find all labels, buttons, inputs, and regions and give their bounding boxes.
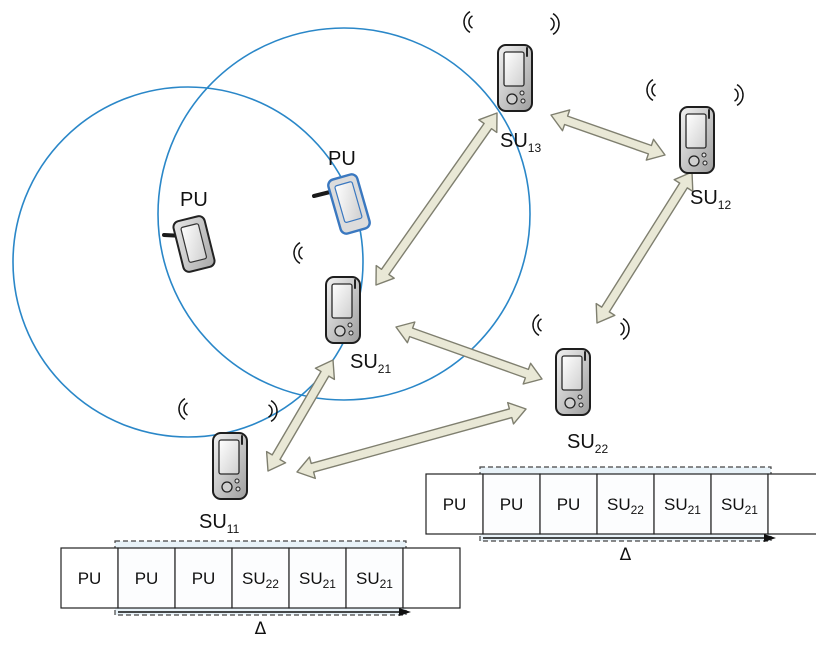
slot-cell: SU22 (596, 473, 655, 535)
signal-arc (622, 317, 630, 341)
su22-label: SU22 (567, 431, 608, 456)
pu-coverage-circle-right (157, 27, 531, 401)
su21-label: SU21 (350, 351, 391, 376)
slot-cell-label: SU22 (607, 495, 644, 517)
su13-label: SU13 (500, 130, 541, 155)
signal-arc (463, 10, 471, 34)
slot-cell: PU (117, 547, 176, 609)
slot-cell-label: PU (135, 569, 159, 588)
su21-device (325, 276, 361, 344)
slot-cell (767, 473, 816, 535)
link-su13-su21 (375, 112, 498, 286)
link-su12-su22 (595, 171, 694, 324)
slot-cell: SU22 (231, 547, 290, 609)
slot-cell-label: PU (557, 495, 581, 514)
su11-label: SU11 (199, 511, 240, 536)
link-su13-su12 (550, 109, 666, 161)
slot-cell-label: PU (500, 495, 524, 514)
pu-coverage-circle-left (12, 86, 364, 438)
window-arrow-head (764, 534, 776, 542)
signal-arc (183, 402, 188, 416)
signal-arc (550, 17, 555, 31)
slot-cell: SU21 (288, 547, 347, 609)
signal-arc (298, 246, 303, 260)
window-label: Δ (255, 619, 267, 639)
links (265, 109, 694, 480)
signal-arc (270, 399, 278, 423)
signal-arc (651, 83, 656, 97)
slot-cell: PU (60, 547, 119, 609)
signal-arc (646, 78, 654, 102)
pu-device-right (312, 173, 371, 235)
pu-left-label: PU (180, 189, 208, 211)
slot-cell-label: SU21 (299, 569, 336, 591)
slot-cell-label: PU (78, 569, 102, 588)
slot-cell: PU (482, 473, 541, 535)
link-su11-su22 (296, 401, 527, 480)
slot-cell: PU (425, 473, 484, 535)
slot-cell-label: PU (443, 495, 467, 514)
su22-device (555, 348, 591, 416)
signal-arc (468, 15, 473, 29)
signal-arc (537, 318, 542, 332)
su12-label: SU12 (690, 187, 731, 212)
su12-device (679, 106, 715, 174)
slot-cell: SU21 (710, 473, 769, 535)
su-devices (212, 44, 715, 500)
signal-arc (736, 83, 744, 107)
signal-arc (268, 404, 273, 418)
window-label: Δ (620, 545, 632, 565)
slot-cell: PU (539, 473, 598, 535)
slot-cell: SU21 (345, 547, 404, 609)
slot-cell: SU21 (653, 473, 712, 535)
pu-right-label: PU (328, 148, 356, 170)
su13-device (497, 44, 533, 112)
slot-cell-label: SU22 (242, 569, 279, 591)
window-arrow-head (399, 608, 411, 616)
slot-cell: PU (174, 547, 233, 609)
signal-arc (178, 397, 186, 421)
pu-device-left (162, 215, 216, 273)
signal-arc (734, 88, 739, 102)
slot-cell (402, 547, 461, 609)
signal-arc (552, 12, 560, 36)
link-su21-su22 (395, 321, 543, 385)
signal-arc (532, 313, 540, 337)
slot-cell-label: SU21 (356, 569, 393, 591)
signal-arc (620, 322, 625, 336)
slot-cell-label: SU21 (664, 495, 701, 517)
slot-cell-label: PU (192, 569, 216, 588)
signals (178, 10, 744, 423)
slot-cell-label: SU21 (721, 495, 758, 517)
signal-arc (293, 241, 301, 265)
su11-device (212, 432, 248, 500)
link-su21-su11 (265, 359, 336, 472)
